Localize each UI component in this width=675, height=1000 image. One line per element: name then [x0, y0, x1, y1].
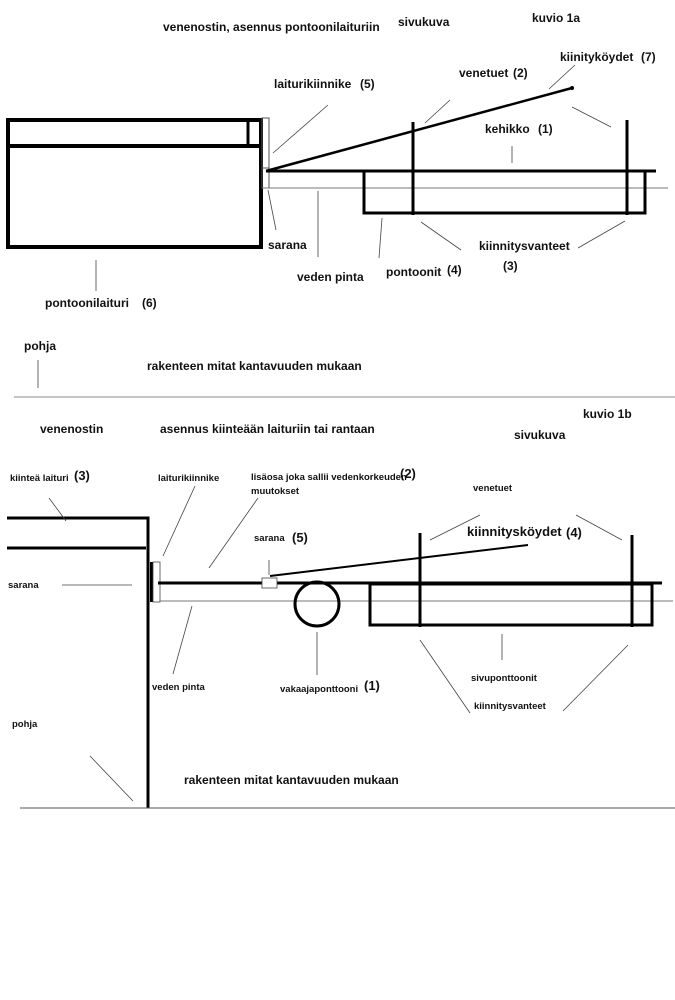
- label-boat-supports-num: (2): [513, 66, 528, 80]
- figure-1b: venenostin asennus kiinteään laituriin t…: [7, 407, 675, 809]
- label-hinge-mid: sarana: [254, 533, 285, 544]
- label-dock-bracket: laiturikiinnike: [274, 77, 352, 91]
- rope-end: [570, 86, 574, 90]
- label-water-surface: veden pinta: [297, 270, 364, 284]
- label-mooring-ropes: kiinityköydet: [560, 50, 633, 64]
- label-pontoons-num: (4): [447, 263, 462, 277]
- label-side-pontoons: sivuponttoonit: [471, 673, 538, 684]
- leader-line: [162, 485, 196, 557]
- label-pontoons: pontoonit: [386, 265, 441, 279]
- mooring-rope: [265, 86, 573, 173]
- label-note: rakenteen mitat kantavuuden mukaan: [147, 359, 362, 373]
- label-note: rakenteen mitat kantavuuden mukaan: [184, 773, 399, 787]
- figure-1b-label: kuvio 1b: [583, 407, 632, 421]
- figure-1b-view: sivukuva: [514, 428, 566, 442]
- label-frame: kehikko: [485, 122, 530, 136]
- leader-line: [424, 99, 451, 124]
- mooring-rope: [269, 544, 529, 577]
- label-hinge-mid-num: (5): [292, 530, 308, 545]
- label-mounting-straps: kiinnitysvanteet: [479, 239, 570, 253]
- stabilizer-pontoon: [293, 580, 341, 628]
- leader-line: [208, 497, 259, 569]
- figure-1a-label: kuvio 1a: [532, 11, 580, 25]
- label-mooring-ropes-num: (4): [566, 525, 582, 540]
- figure-1a-view: sivukuva: [398, 15, 450, 29]
- leader-line: [272, 104, 329, 154]
- leader-line: [562, 644, 629, 712]
- label-dock-bracket: laiturikiinnike: [158, 473, 219, 484]
- label-pontoon-dock-num: (6): [142, 296, 157, 310]
- label-bottom: pohja: [12, 719, 38, 730]
- leader-line: [172, 605, 193, 675]
- label-mooring-ropes-num: (7): [641, 50, 656, 64]
- leader-line: [378, 217, 383, 259]
- pontoon-dock: [6, 118, 263, 249]
- label-extension-line2: muutokset: [251, 486, 300, 497]
- leader-line: [89, 755, 134, 802]
- label-mooring-ropes: kiinnitysköydet: [467, 524, 562, 539]
- label-boat-supports: venetuet: [459, 66, 508, 80]
- leader-line: [548, 64, 576, 90]
- leader-line: [419, 639, 471, 714]
- label-extension: lisäosa joka sallii vedenkorkeuden: [251, 472, 407, 483]
- leader-line: [420, 221, 462, 251]
- side-pontoon: [368, 582, 654, 627]
- label-fixed-dock-num: (3): [74, 468, 90, 483]
- leader-line: [571, 106, 612, 128]
- leader-line: [577, 220, 626, 249]
- label-stabilizer-pontoon: vakaajaponttooni: [280, 684, 358, 695]
- figure-1b-title: asennus kiinteään laituriin tai rantaan: [160, 422, 375, 436]
- hinge: [261, 577, 278, 589]
- label-pontoon-dock: pontoonilaituri: [45, 296, 129, 310]
- leader-line: [48, 497, 67, 522]
- label-mounting-straps: kiinnitysvanteet: [474, 701, 547, 712]
- label-dock-bracket-num: (5): [360, 77, 375, 91]
- label-boat-supports: venetuet: [473, 483, 513, 494]
- label-frame-num: (1): [538, 122, 553, 136]
- fixed-dock: [7, 516, 150, 808]
- label-hinge: sarana: [268, 238, 307, 252]
- figure-1a: venenostin, asennus pontoonilaituriin si…: [6, 11, 668, 388]
- leader-line: [575, 514, 623, 541]
- leader-line: [267, 189, 277, 231]
- label-mounting-straps-num: (3): [503, 259, 518, 273]
- label-fixed-dock: kiinteä laituri: [10, 473, 69, 484]
- label-extension-num: (2): [400, 466, 416, 481]
- label-water-surface: veden pinta: [152, 682, 206, 693]
- figure-1b-title-left: venenostin: [40, 422, 103, 436]
- figure-1a-title: venenostin, asennus pontoonilaituriin: [163, 20, 380, 34]
- leader-line: [429, 514, 481, 541]
- label-bottom: pohja: [24, 339, 56, 353]
- label-hinge-left: sarana: [8, 580, 39, 591]
- dock-bracket: [261, 117, 270, 189]
- label-stabilizer-pontoon-num: (1): [364, 678, 380, 693]
- pontoon: [362, 169, 647, 215]
